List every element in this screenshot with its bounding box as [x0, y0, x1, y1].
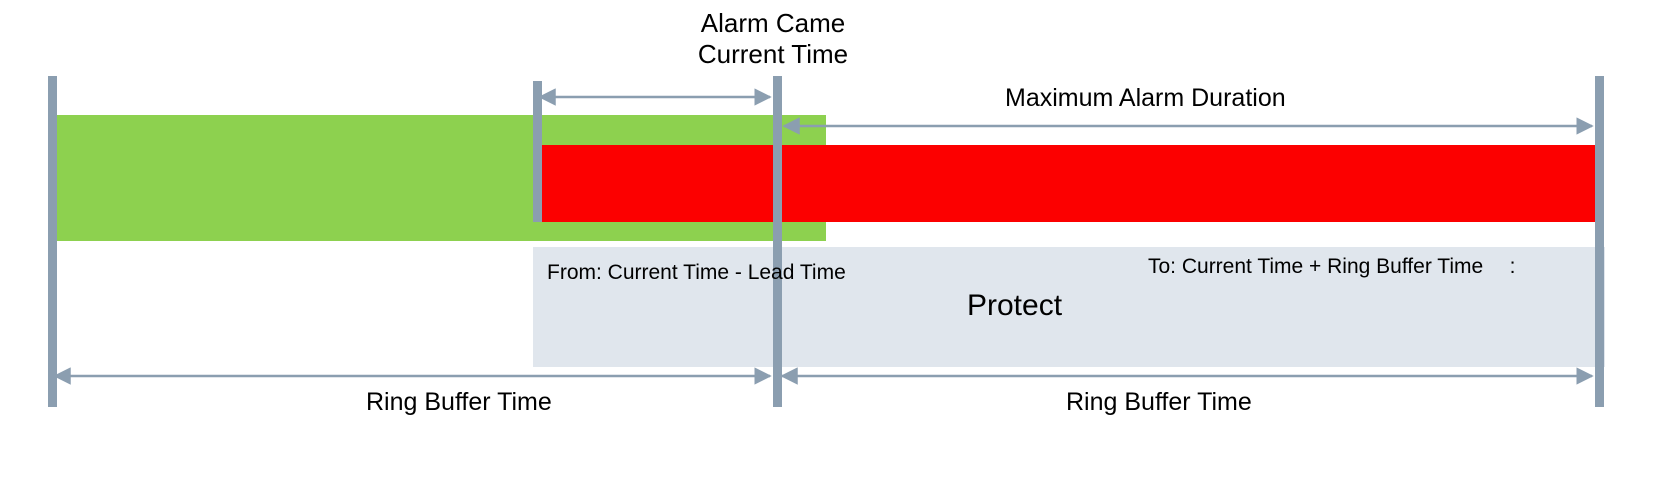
marker-ring-buffer-start: [48, 76, 57, 407]
protect-label: Protect: [967, 289, 1063, 322]
current-time-marker-label: Alarm Came Current Time: [613, 8, 933, 69]
protect-to-label: To: Current Time + Ring Buffer Time: [1148, 255, 1484, 278]
alarm-duration-red-bar: [537, 145, 1595, 222]
alarm-came-label: Alarm Came: [700, 8, 846, 38]
protect-from-label: From: Current Time - Lead Time: [547, 261, 846, 284]
maximum-alarm-duration-label: Maximum Alarm Duration: [1005, 84, 1286, 112]
protect-to-label-overflow: :: [1509, 255, 1516, 278]
ring-buffer-time-left-label: Ring Buffer Time: [366, 388, 552, 416]
marker-current-time: [773, 76, 782, 407]
ring-buffer-time-right-label: Ring Buffer Time: [1066, 388, 1252, 416]
current-time-label: Current Time: [697, 38, 849, 69]
protect-to-label-wrap: To: Current Time + Ring Buffer Time :: [1148, 255, 1605, 287]
protect-region-box: [533, 247, 1605, 367]
marker-lead-time-start: [533, 81, 542, 222]
marker-ring-buffer-end: [1595, 76, 1604, 407]
